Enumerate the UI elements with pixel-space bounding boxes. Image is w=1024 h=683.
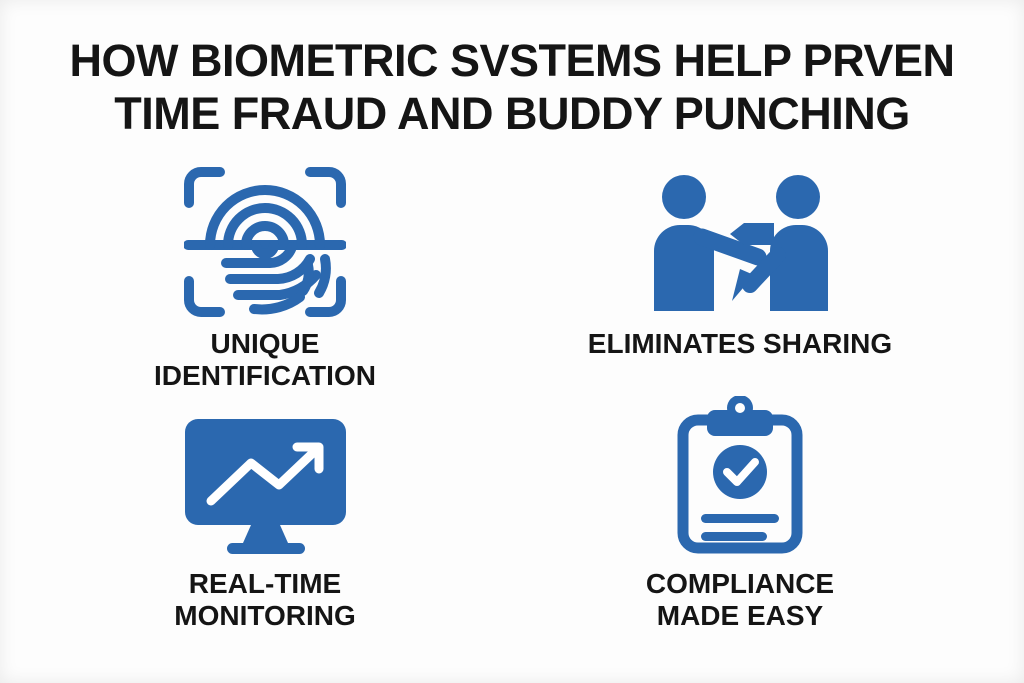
feature-label-line-2: MADE EASY <box>656 600 824 632</box>
feature-compliance-made-easy: COMPLIANCE MADE EASY <box>565 391 915 632</box>
feature-label-line-1: ELIMINATES SHARING <box>587 328 893 359</box>
clipboard-check-icon <box>677 394 803 556</box>
monitor-chart-icon <box>183 417 348 557</box>
feature-eliminates-sharing: ELIMINATES SHARING <box>565 164 915 360</box>
title-line-2: TIME FRAUD AND BUDDY PUNCHING <box>114 88 910 140</box>
feature-label-line-1: REAL-TIME <box>188 568 342 599</box>
feature-unique-identification: UNIQUE IDENTIFICATION <box>90 164 440 392</box>
page-title: HOW BIOMETRIC SVSTEMS HELP PRVEN TIME FR… <box>0 34 1024 140</box>
feature-label-line-1: UNIQUE <box>210 328 320 359</box>
feature-label-unique-identification: UNIQUE IDENTIFICATION <box>90 328 440 392</box>
feature-icon-wrap <box>565 164 915 320</box>
fingerprint-scan-icon <box>183 167 347 317</box>
feature-icon-wrap <box>90 164 440 320</box>
feature-label-compliance-made-easy: COMPLIANCE MADE EASY <box>565 568 915 632</box>
feature-icon-wrap <box>90 414 440 560</box>
feature-real-time-monitoring: REAL-TIME MONITORING <box>90 414 440 632</box>
feature-icon-wrap <box>565 391 915 560</box>
feature-label-real-time-monitoring: REAL-TIME MONITORING <box>90 568 440 632</box>
feature-label-line-2: IDENTIFICATION <box>154 360 376 392</box>
feature-label-line-2: MONITORING <box>174 600 356 632</box>
people-sharing-icon <box>646 173 834 311</box>
feature-label-eliminates-sharing: ELIMINATES SHARING <box>565 328 915 360</box>
title-line-1: HOW BIOMETRIC SVSTEMS HELP PRVEN <box>69 35 955 86</box>
feature-label-line-1: COMPLIANCE <box>645 568 835 599</box>
